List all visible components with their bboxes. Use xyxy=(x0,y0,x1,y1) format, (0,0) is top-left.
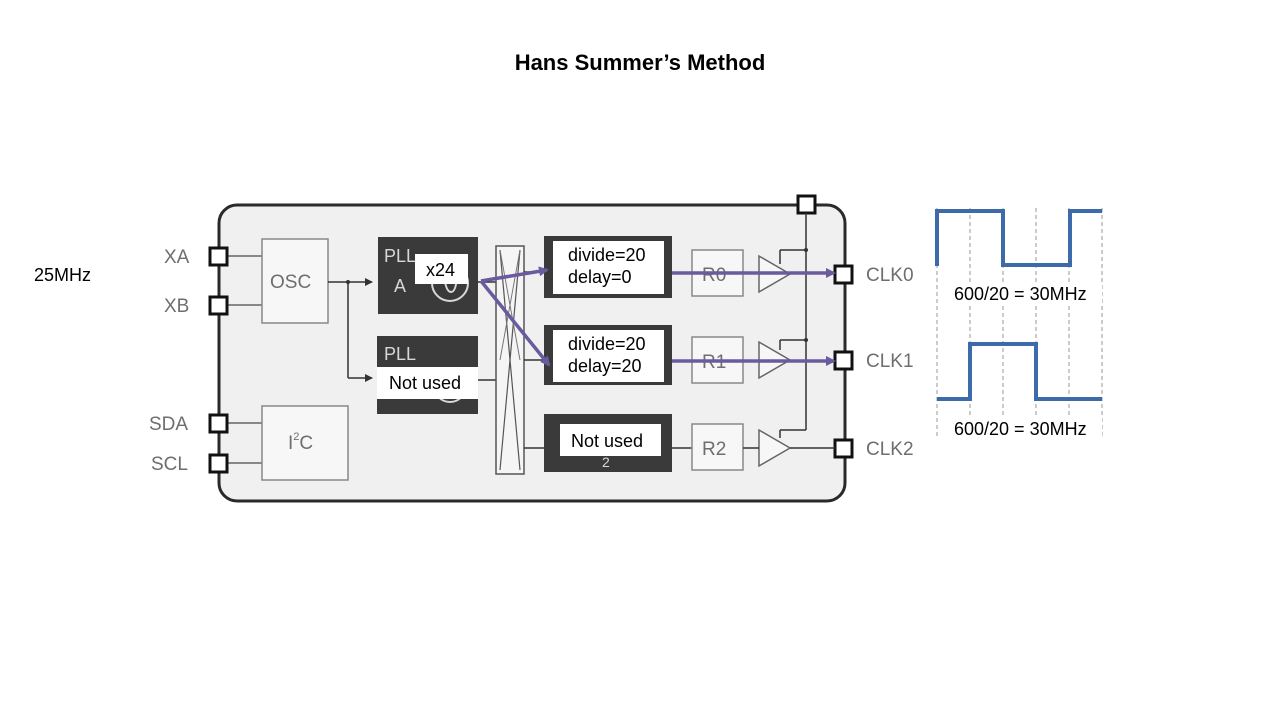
pin-xa xyxy=(208,246,229,267)
i2c-label: I2C xyxy=(288,431,313,454)
pin-clk0 xyxy=(833,264,854,285)
multisynth-1-divide-text: divide=20 xyxy=(568,334,646,354)
pin-sda xyxy=(208,413,229,434)
slide-title: Hans Summer’s Method xyxy=(514,50,766,75)
pin-label-clk1: CLK1 xyxy=(866,351,914,372)
r0-label: R0 xyxy=(702,265,726,286)
osc-block xyxy=(261,238,329,324)
r2-label: R2 xyxy=(702,439,726,460)
multisynth-0-divide-text: divide=20 xyxy=(568,245,646,265)
r2-block xyxy=(691,423,744,471)
waveform-guides xyxy=(936,208,1103,436)
multisynth-0-delay-text: delay=0 xyxy=(568,267,632,287)
arrow-pll-to-ms1 xyxy=(479,279,551,367)
pin-label-xb: XB xyxy=(164,296,189,317)
pll-a-label-top: PLL xyxy=(384,246,416,266)
pin-xb xyxy=(208,295,229,316)
pin-label-sda: SDA xyxy=(149,414,188,435)
pin-scl xyxy=(208,453,229,474)
pll-b-label-top: PLL xyxy=(384,344,416,364)
multisynth-2-status-box xyxy=(560,424,661,456)
clk0-waveform xyxy=(935,209,1102,267)
clk1-frequency-caption: 600/20 = 30MHz xyxy=(954,419,1087,439)
pin-label-clk2: CLK2 xyxy=(866,439,914,460)
pin-label-clk0: CLK0 xyxy=(866,265,914,286)
arrow-pll-to-ms0 xyxy=(480,266,549,283)
pin-label-xa: XA xyxy=(164,247,190,268)
clk1-waveform xyxy=(937,342,1102,401)
pin-top xyxy=(796,194,817,215)
multisynth-1-delay-text: delay=20 xyxy=(568,356,642,376)
osc-label: OSC xyxy=(270,272,311,293)
multisynth-0-settings-box xyxy=(553,241,664,294)
clk0-frequency-caption: 600/20 = 30MHz xyxy=(954,284,1087,304)
pll-b-status-box xyxy=(377,367,478,399)
multisynth-2-label: 2 xyxy=(602,454,610,470)
i2c-block xyxy=(261,405,349,481)
pll-b-status-text: Not used xyxy=(389,373,461,393)
pll-a-multiplier-box xyxy=(415,254,468,284)
input-frequency-label: 25MHz xyxy=(34,265,92,285)
pin-clk1 xyxy=(833,350,854,371)
multisynth-1-settings-box xyxy=(553,330,664,382)
pin-clk2 xyxy=(833,438,854,459)
pin-label-scl: SCL xyxy=(151,454,188,475)
multisynth-2-status-text: Not used xyxy=(571,431,643,451)
pll-a-label-bottom: A xyxy=(394,276,406,296)
pll-a-multiplier-text: x24 xyxy=(426,260,455,280)
